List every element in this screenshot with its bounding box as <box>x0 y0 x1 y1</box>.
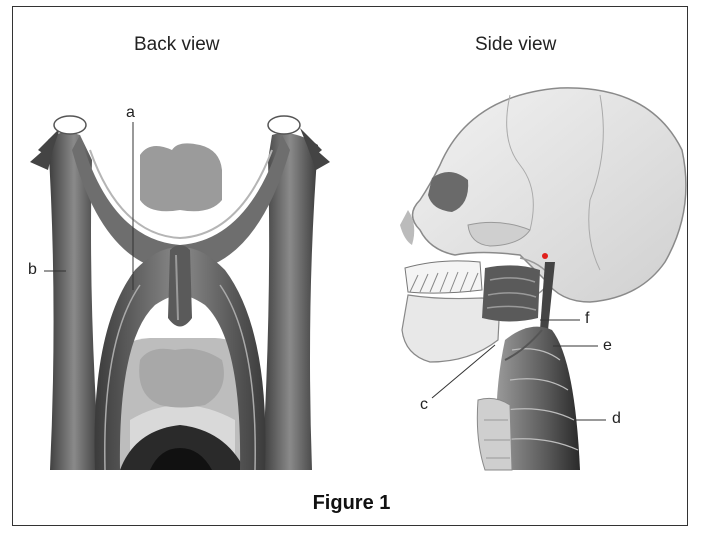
back-view-illustration <box>30 115 330 471</box>
back-view-title: Back view <box>134 34 220 55</box>
label-e: e <box>603 337 612 354</box>
label-b: b <box>28 261 37 278</box>
figure-caption: Figure 1 <box>312 492 391 514</box>
side-view-illustration <box>400 87 687 471</box>
label-a: a <box>126 104 135 121</box>
marker-dot <box>542 253 548 259</box>
label-d: d <box>612 410 621 427</box>
label-c: c <box>420 396 428 413</box>
label-f: f <box>585 310 590 327</box>
side-view-title: Side view <box>475 34 557 55</box>
